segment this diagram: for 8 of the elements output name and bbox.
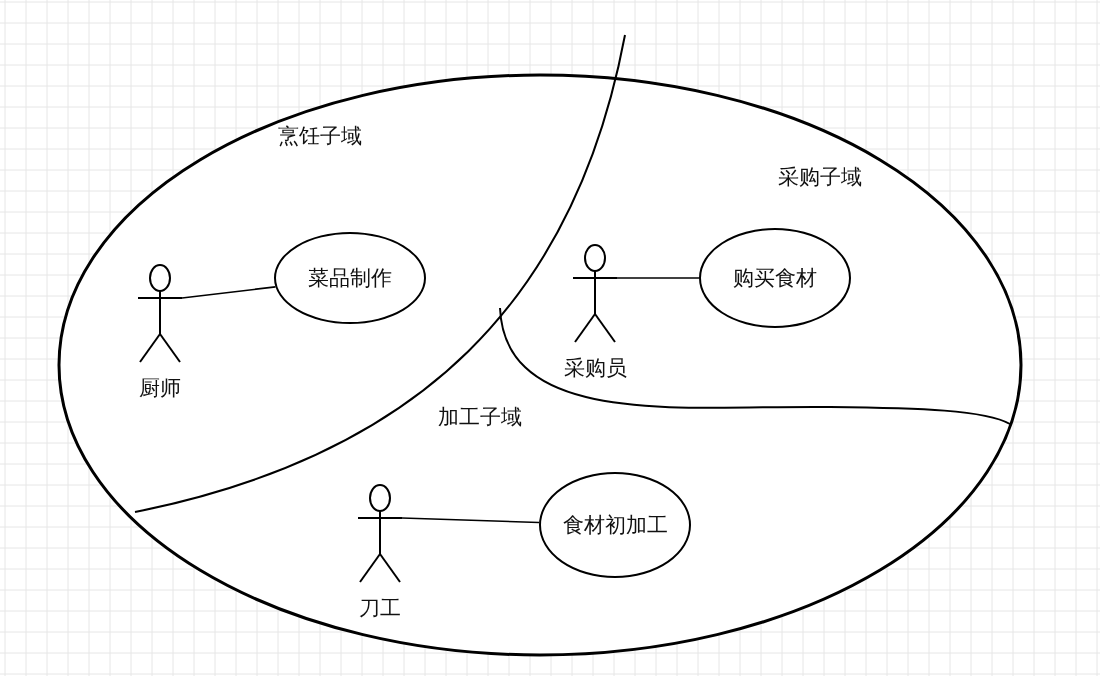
actor-label: 采购员 [563,355,627,382]
subdomain-label: 烹饪子域 [278,123,362,150]
subdomain-label: 采购子域 [778,164,862,191]
association-line [401,517,540,524]
actor-label: 刀工 [359,595,401,622]
subdomain-label: 加工子域 [438,404,522,431]
association-line [616,277,700,279]
actor-label: 厨师 [139,375,181,402]
